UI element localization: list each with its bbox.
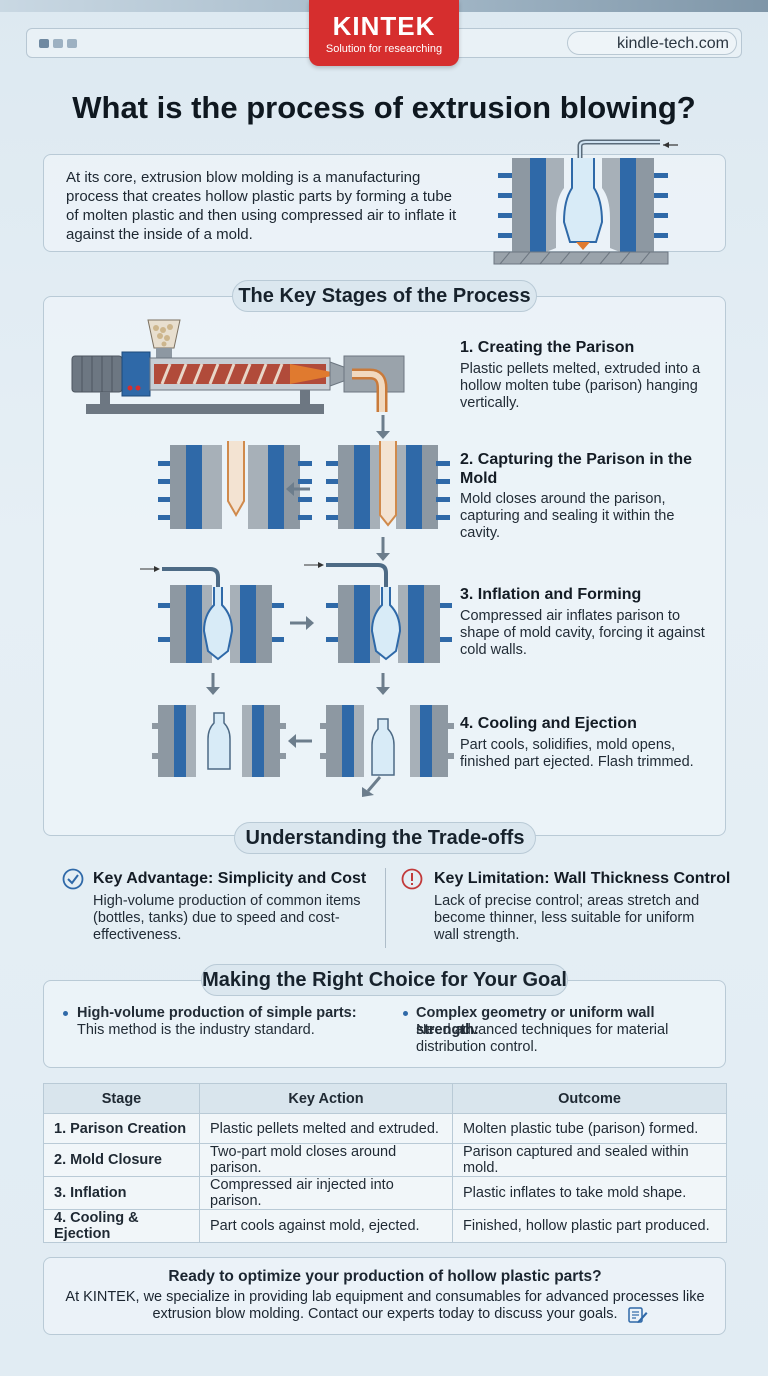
table-cell: Two-part mold closes around parison.	[199, 1143, 453, 1177]
brand-name: KINTEK	[332, 11, 436, 41]
table-cell: Compressed air injected into parison.	[199, 1176, 453, 1210]
advantage-desc: High-volume production of common items (…	[93, 893, 361, 943]
check-circle-icon	[62, 868, 84, 890]
cta-panel	[43, 1257, 726, 1335]
arrow-down-3	[206, 673, 220, 695]
step-2-title: 2. Capturing the Parison in the Mold	[460, 451, 693, 487]
step-4-title: 4. Cooling and Ejection	[460, 715, 637, 732]
table-row: 3. Inflation Compressed air injected int…	[43, 1176, 727, 1210]
arrow-down-2	[376, 537, 390, 561]
arrow-left-1	[286, 482, 310, 496]
bullet-dot	[403, 1011, 408, 1016]
arrow-eject	[362, 776, 382, 797]
arrow-down-1	[376, 415, 390, 439]
goal-right-text: Need advanced techniques for material di…	[416, 1022, 669, 1055]
window-dots	[39, 39, 77, 48]
table-cell: Part cools against mold, ejected.	[199, 1209, 453, 1243]
table-cell: 3. Inflation	[43, 1176, 200, 1210]
intro-mold-illustration	[493, 139, 678, 265]
arrow-down-4	[376, 673, 390, 695]
extruder-illustration	[71, 319, 405, 414]
goals-heading: Making the Right Choice for Your Goal	[201, 964, 568, 996]
intro-text: At its core, extrusion blow molding is a…	[66, 169, 457, 243]
step-1-desc: Plastic pellets melted, extruded into a …	[460, 361, 701, 411]
cta-title: Ready to optimize your production of hol…	[168, 1268, 602, 1285]
note-edit-icon[interactable]	[628, 1306, 648, 1324]
tradeoffs-heading: Understanding the Trade-offs	[234, 822, 536, 854]
step-3-desc: Compressed air inflates parison to shape…	[460, 608, 705, 658]
tradeoffs-divider	[385, 868, 386, 948]
table-cell: Plastic pellets melted and extruded.	[199, 1113, 453, 1144]
brand-tagline: Solution for researching	[325, 43, 443, 55]
table-cell: Plastic inflates to take mold shape.	[452, 1176, 727, 1210]
process-flow-illustration	[140, 415, 454, 797]
site-url[interactable]: kindle-tech.com	[616, 35, 729, 52]
arrow-left-2	[288, 734, 312, 748]
table-cell: 2. Mold Closure	[43, 1143, 200, 1177]
table-cell: 4. Cooling & Ejection	[43, 1209, 200, 1243]
kintek-logo[interactable]: KINTEK Solution for researching	[309, 0, 459, 66]
limitation-title: Key Limitation: Wall Thickness Control	[434, 870, 731, 887]
table-row: 2. Mold Closure Two-part mold closes aro…	[43, 1143, 727, 1177]
header-stage: Stage	[43, 1083, 200, 1114]
advantage-title: Key Advantage: Simplicity and Cost	[93, 870, 367, 887]
step-3-title: 3. Inflation and Forming	[460, 586, 642, 603]
table-header-row: Stage Key Action Outcome	[43, 1083, 727, 1114]
stages-heading: The Key Stages of the Process	[232, 280, 537, 312]
goal-right-title: Complex geometry or uniform wall strengt…	[416, 1005, 655, 1038]
limitation-desc: Lack of precise control; areas stretch a…	[434, 893, 700, 943]
table-cell: 1. Parison Creation	[43, 1113, 200, 1144]
step-1-title: 1. Creating the Parison	[460, 339, 635, 356]
header-key-action: Key Action	[199, 1083, 453, 1114]
cta-text: At KINTEK, we specialize in providing la…	[65, 1289, 705, 1322]
page-title: What is the process of extrusion blowing…	[72, 90, 696, 125]
table-cell: Finished, hollow plastic part produced.	[452, 1209, 727, 1243]
url-pill[interactable]	[567, 31, 737, 55]
arrow-right-1	[290, 616, 314, 630]
step-4-desc: Part cools, solidifies, mold opens, fini…	[460, 737, 694, 770]
table-row: 1. Parison Creation Plastic pellets melt…	[43, 1113, 727, 1144]
summary-table: Stage Key Action Outcome 1. Parison Crea…	[43, 1083, 727, 1243]
goal-left-title: High-volume production of simple parts:	[77, 1005, 357, 1021]
table-row: 4. Cooling & Ejection Part cools against…	[43, 1209, 727, 1243]
table-cell: Parison captured and sealed within mold.	[452, 1143, 727, 1177]
header-outcome: Outcome	[452, 1083, 727, 1114]
goal-left-text: This method is the industry standard.	[77, 1022, 315, 1038]
table-cell: Molten plastic tube (parison) formed.	[452, 1113, 727, 1144]
warning-circle-icon	[401, 868, 423, 890]
step-2-desc: Mold closes around the parison, capturin…	[460, 491, 675, 541]
bullet-dot	[63, 1011, 68, 1016]
